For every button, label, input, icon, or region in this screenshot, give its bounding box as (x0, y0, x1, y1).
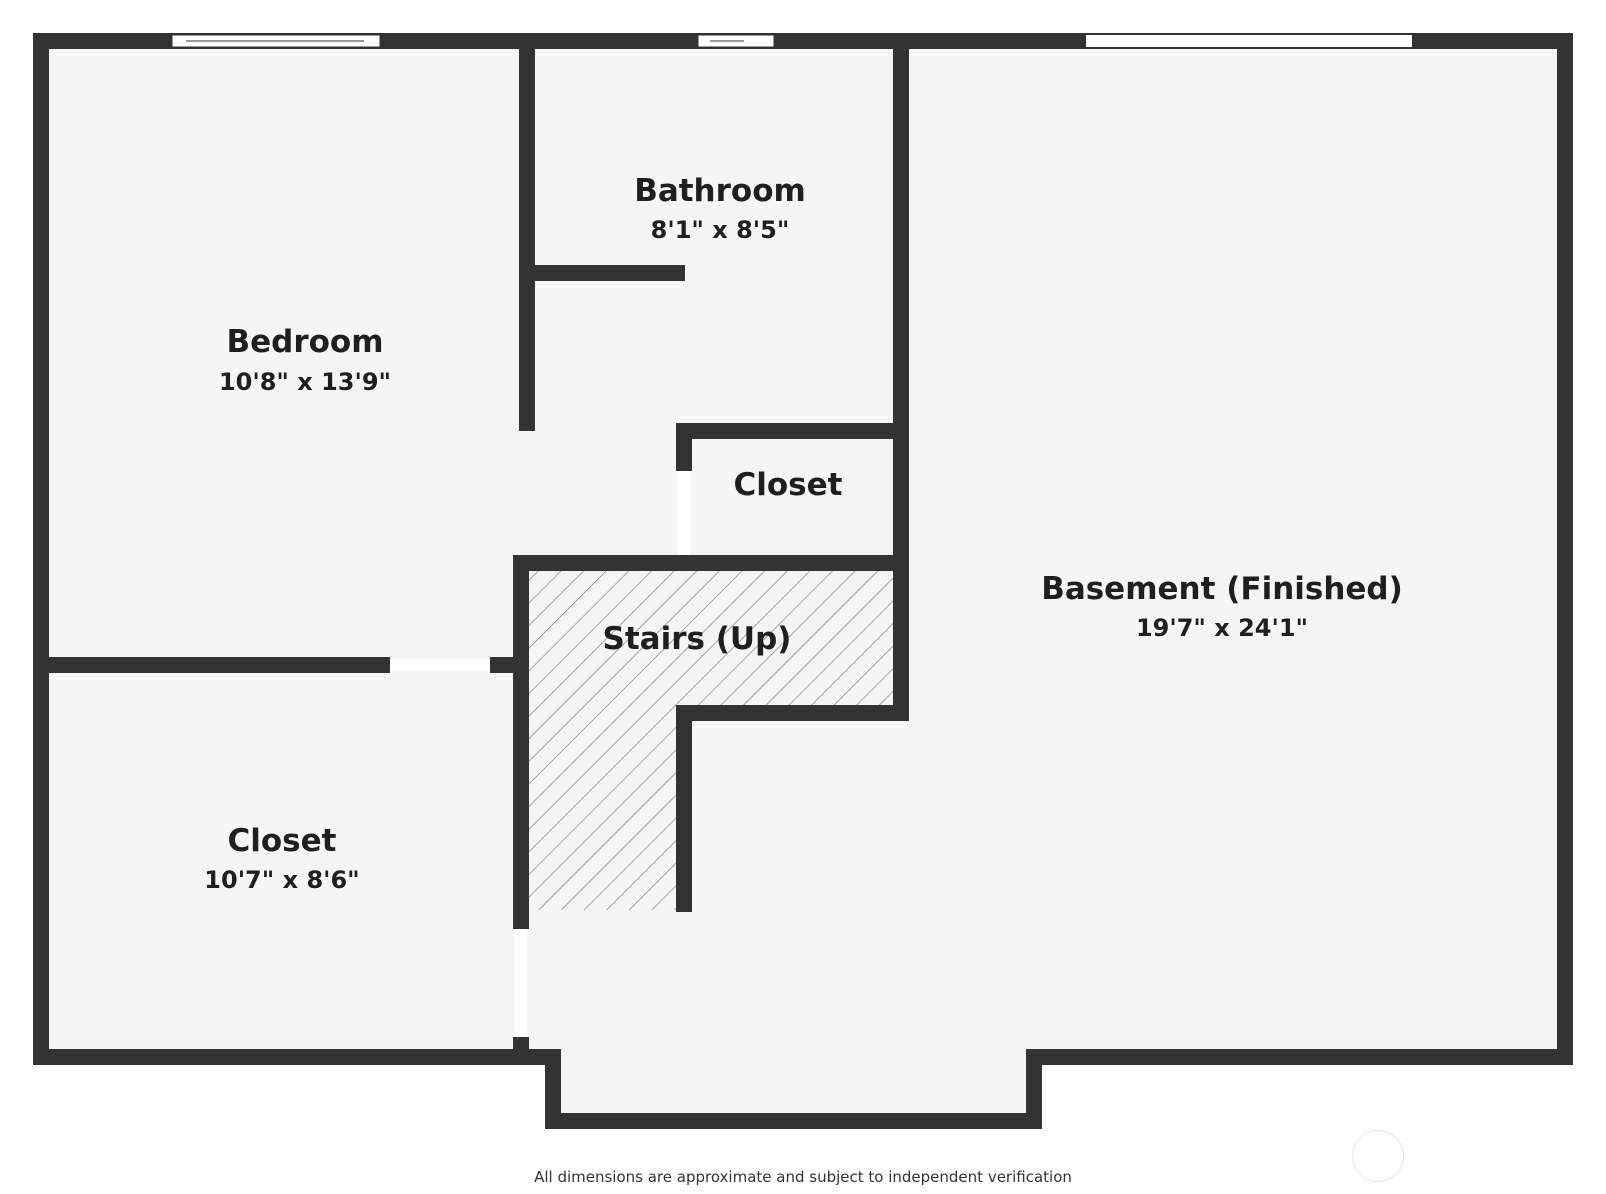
room-label-basement: Basement (Finished) 19'7" x 24'1" (1041, 571, 1403, 642)
room-label-bathroom: Bathroom 8'1" x 8'5" (634, 173, 806, 244)
room-name: Closet (734, 467, 843, 503)
room-label-bedroom: Bedroom 10'8" x 13'9" (219, 324, 391, 396)
openings (171, 34, 1412, 1037)
basement-opening (1086, 35, 1412, 47)
room-label-closet-small: Closet (734, 467, 843, 503)
room-dimensions: 8'1" x 8'5" (651, 216, 790, 244)
room-name: Bedroom (226, 324, 383, 360)
room-name: Stairs (Up) (603, 621, 792, 657)
room-dimensions: 10'8" x 13'9" (219, 368, 391, 396)
room-label-closet-large: Closet 10'7" x 8'6" (204, 823, 359, 894)
large-closet-doorway (515, 929, 527, 1037)
walls (33, 33, 1573, 1129)
room-name: Basement (Finished) (1041, 571, 1403, 607)
stairs-hatch (529, 569, 893, 910)
small-closet-doorway (678, 471, 690, 555)
room-dimensions: 10'7" x 8'6" (204, 866, 359, 894)
room-name: Bathroom (634, 173, 806, 209)
room-dimensions: 19'7" x 24'1" (1136, 614, 1308, 642)
room-label-stairs: Stairs (Up) (603, 621, 792, 657)
floor-area (40, 40, 1566, 1122)
closet-doorway (390, 659, 490, 671)
watermark-logo (1352, 1130, 1404, 1182)
dimensions-disclaimer: All dimensions are approximate and subje… (534, 1168, 1072, 1186)
room-name: Closet (228, 823, 337, 859)
